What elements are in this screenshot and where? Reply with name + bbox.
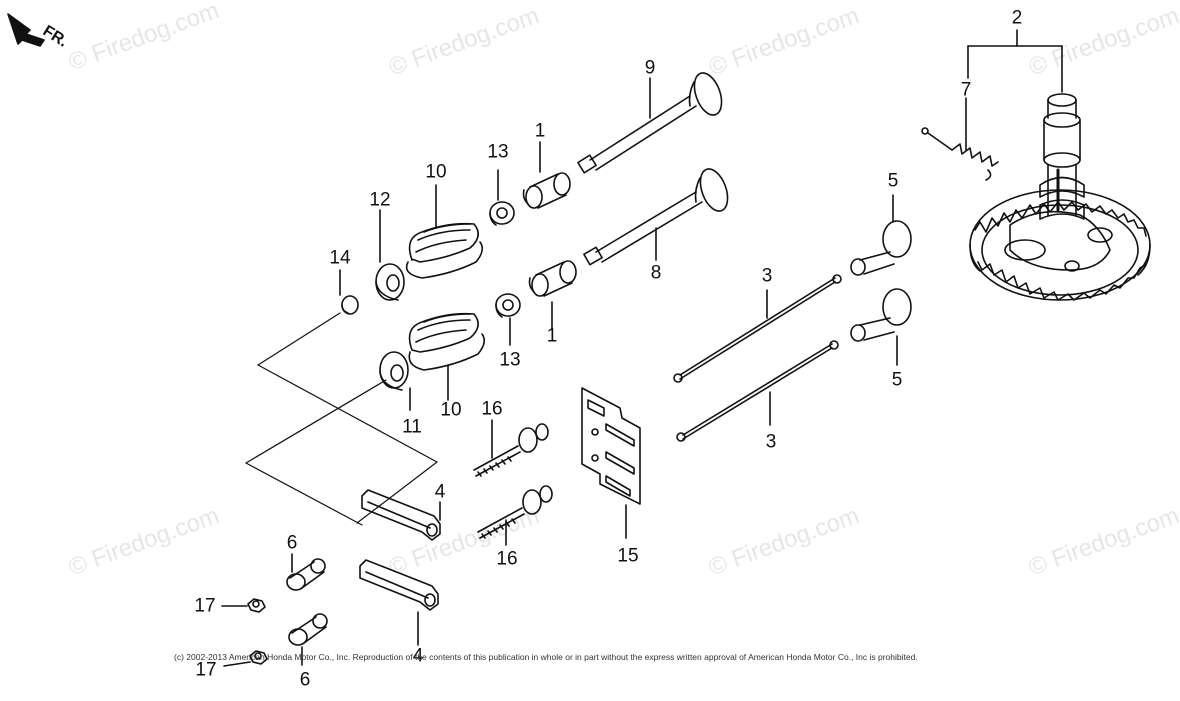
- callout-10: 10: [425, 161, 447, 183]
- callout-3: 3: [761, 265, 773, 287]
- nut-upper: [221, 598, 266, 613]
- pivot-bolt-upper: [473, 419, 549, 477]
- front-arrow-icon: [7, 13, 45, 47]
- pivot-lower: [288, 613, 328, 666]
- callout-10: 10: [440, 399, 462, 421]
- camshaft: [1039, 93, 1085, 220]
- callout-8: 8: [650, 262, 662, 284]
- callout-5: 5: [891, 369, 903, 391]
- valve-lifter-lower: [850, 288, 912, 366]
- callout-13: 13: [499, 349, 521, 371]
- push-rod-upper: [673, 274, 842, 383]
- guide-plate: [581, 387, 641, 539]
- callout-6: 6: [299, 669, 311, 691]
- callout-1: 1: [546, 325, 558, 347]
- cotter-lower: [495, 293, 521, 346]
- valve-seal-upper: [522, 141, 571, 209]
- nut-lower: [223, 650, 268, 667]
- callout-17: 17: [194, 595, 216, 617]
- valve-spring-lower: [408, 312, 486, 401]
- camshaft-gear: [969, 189, 1151, 301]
- push-rod-lower: [676, 340, 839, 442]
- valve-cap: [339, 269, 359, 315]
- copyright-notice: (c) 2002-2013 American Honda Motor Co., …: [174, 652, 918, 662]
- pivot-upper: [286, 553, 326, 591]
- callout-11: 11: [402, 416, 422, 438]
- callout-leader: [245, 312, 438, 526]
- cotter-upper: [489, 169, 515, 226]
- valve-upper: [577, 72, 723, 174]
- callout-15: 15: [617, 545, 639, 567]
- callout-4: 4: [434, 481, 446, 503]
- callout-12: 12: [369, 189, 391, 211]
- rocker-arm-lower: [359, 559, 439, 646]
- valve-spring-upper: [405, 184, 484, 279]
- spring-part: [921, 97, 999, 181]
- valve-seal-lower: [528, 260, 577, 331]
- callout-16: 16: [496, 548, 518, 570]
- callout-9: 9: [644, 57, 656, 79]
- callout-1: 1: [534, 120, 546, 142]
- callout-4: 4: [412, 645, 424, 667]
- callout-6: 6: [286, 532, 298, 554]
- callout-16: 16: [481, 398, 503, 420]
- callout-17: 17: [195, 659, 217, 681]
- rocker-arm-upper: [361, 489, 441, 541]
- pivot-bolt-lower: [477, 485, 553, 546]
- callout-5: 5: [887, 170, 899, 192]
- callout-7: 7: [960, 79, 972, 101]
- spring-retainer-lower: [379, 351, 411, 411]
- callout-14: 14: [329, 247, 351, 269]
- callout-2: 2: [1011, 7, 1023, 29]
- callout-13: 13: [487, 141, 509, 163]
- valve-lower: [583, 168, 729, 266]
- spring-retainer-upper: [375, 209, 405, 301]
- callout-leader: [967, 29, 1063, 93]
- valve-lifter-upper: [850, 194, 912, 276]
- callout-3: 3: [765, 431, 777, 453]
